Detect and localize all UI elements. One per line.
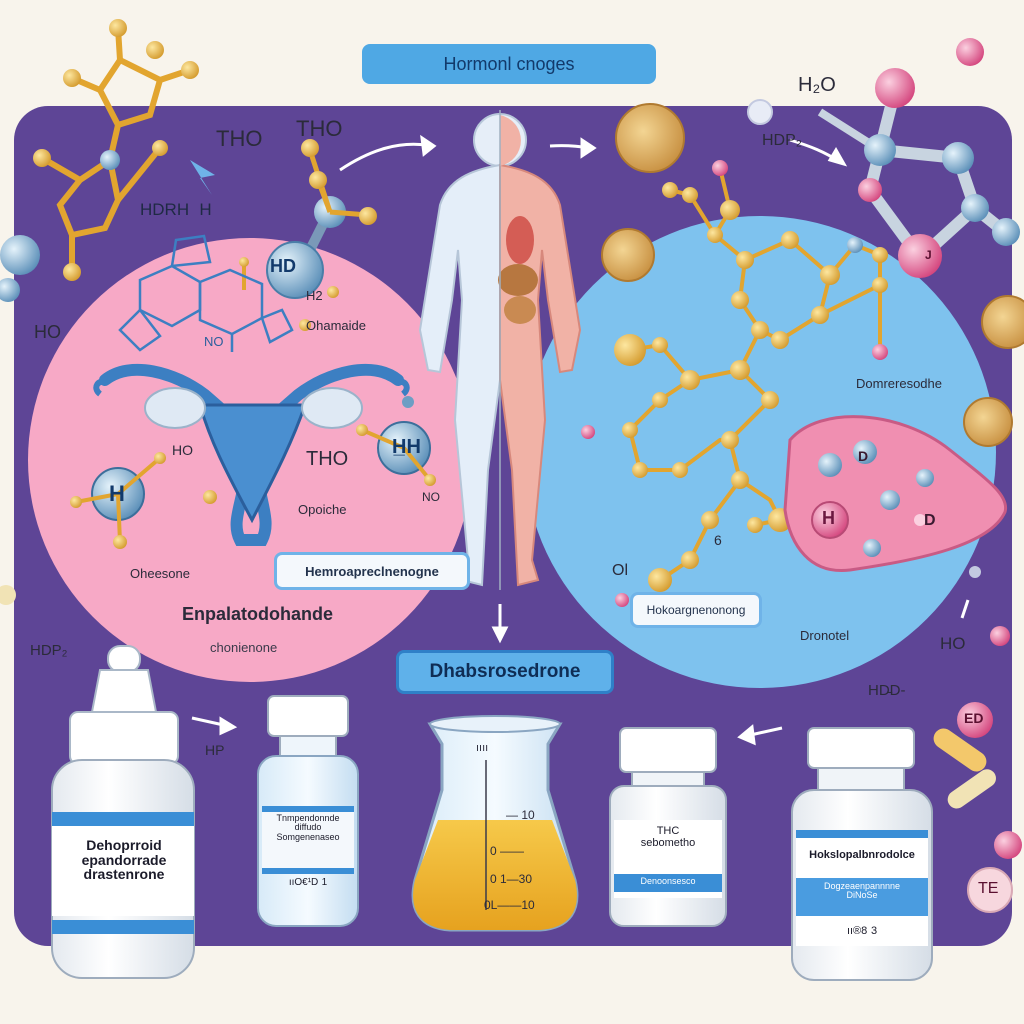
h-atoms-left [70,396,436,549]
d-letter-right: D [858,448,869,464]
hp-label: HP [205,742,225,758]
six-label: 6 [714,532,722,548]
hdo-right-label: HD̵D- [868,682,906,699]
glass-vial [257,695,359,927]
flask-mark-3: 0 1—30 [490,872,533,886]
liver-icon [783,415,1008,573]
page-title: Hormonl cnoges [362,44,656,84]
flask-mark-4: 0L——10 [484,898,535,912]
tho-label-3: THO [306,448,349,470]
no-label: NO [204,334,224,349]
center-banner: Hemroapreclnenogne [274,552,470,590]
flask-mark-1: — 10 [506,808,535,822]
ho-label: HO [172,442,193,458]
product-4-band: Dogzeaenpannnne DiNoSe [823,881,901,901]
no-small-label: NO [422,490,440,504]
spark-icon [190,160,215,195]
hd-atom-label: HD [270,256,296,276]
flow-arrows [191,134,970,746]
flask [411,715,579,932]
hdp-left-label: HDP₂ [30,642,68,659]
flask-top-mark: ıııı [476,742,489,754]
left-heading: Enpalatodohande [182,604,334,624]
opoiche-label: Opoiche [298,502,347,517]
top-left-atoms [0,19,199,302]
product-2-label: Tnmpendonnde diffudo Somgenenaseo [276,813,340,842]
hh-atom-label: H̲H [392,436,421,458]
hd-atom-right: H [822,508,835,528]
dropper-bottle [51,645,195,979]
h-atom-label: H [109,481,125,506]
h2o-top-label: H₂O [798,74,836,96]
steroid-atoms [581,160,888,607]
ho-left-label: HO [34,322,61,342]
right-side-molecules [0,566,1022,913]
pill-bottle-3 [609,727,727,927]
top-right-molecule [747,38,1020,278]
product-3-label: THC sebometho [640,825,696,849]
flask-mark-2: 0 —— [490,844,525,858]
pill-bottle-4 [791,727,933,981]
hdp-top-label: HDP₂ [762,132,802,149]
tho-label-1: THO [216,126,263,151]
d-atom-right: D [924,512,936,529]
main-hormone-pill: Dhabsrosedrone [396,650,614,694]
oheesone-label: Oheesone [130,566,190,581]
product-4-label: Hokslopalbnrodolce [809,849,915,861]
j-letter: J [925,248,932,262]
ring-structure [118,234,294,352]
te-label: TE [978,880,999,897]
right-banner: Hokoargnenonong [630,592,762,628]
tho-label-2: THO [296,116,343,141]
product-4-footer: ıı®8 3 [846,925,878,937]
product-2-footer: ııO€¹D 1 [288,877,328,888]
ol-label: Ol [612,562,628,579]
right-bottom-label: Dronotel [800,628,850,643]
tablet-shapes [601,103,1024,447]
h2o-right-label: HO [940,634,966,653]
h2-label: H2 [306,288,323,303]
ed-label: ED [964,710,984,726]
left-subheading: chonienone [210,640,278,655]
ohamaide-label: Ohamaide [306,318,366,333]
hd-molecule [239,139,377,331]
right-top-label: Domreresodhe [856,376,942,391]
product-1-label: Dehoprroid epandorrade drastenrone [81,837,167,883]
product-3-band: Denoonsesco [640,876,696,886]
uterus-icon [93,363,410,546]
hdrh-label: HDRH H [140,200,212,219]
